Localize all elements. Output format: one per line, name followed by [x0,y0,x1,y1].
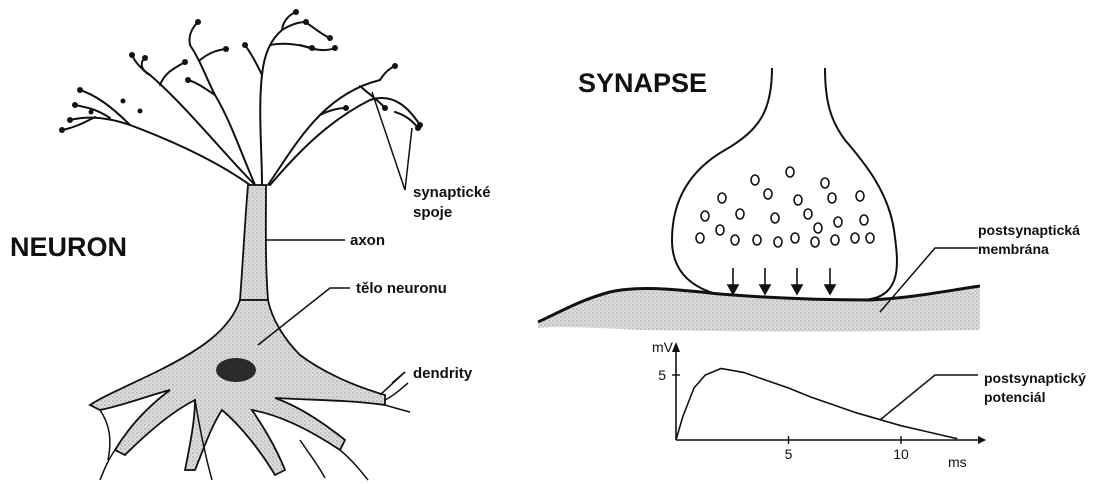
x-tick-label-0: 5 [785,446,793,462]
label-synaptic-bottom: spoje [413,204,452,221]
dendritic-tree [62,12,420,185]
nucleus [216,358,256,382]
label-membrane-top: postsynaptická [978,222,1080,238]
series-line [676,369,957,441]
label-body: tělo neuronu [356,280,447,297]
y-axis-arrow [672,342,680,352]
x-tick-label-1: 10 [893,446,909,462]
label-membrane-bottom: membrána [978,241,1049,257]
y-axis-label: mV [652,339,674,355]
label-axon: axon [350,232,385,249]
neuron-title: NEURON [10,232,127,262]
presynaptic-terminal [672,68,897,300]
axon-trunk [240,185,268,300]
label-potential-top: postsynaptický [984,370,1086,386]
y-tick-label-0: 5 [658,367,666,383]
dendrites-leader-lines [380,372,405,395]
label-dendrites: dendrity [413,365,473,382]
label-synaptic-top: synaptické [413,184,491,201]
synapse-title: SYNAPSE [578,68,707,98]
cell-body [90,300,385,475]
label-potential-bottom: potenciál [984,389,1045,405]
release-arrows [728,268,835,294]
potential-leader-line [880,375,978,420]
synaptic-leader-lines [372,92,412,190]
potential-chart: 5 10 5 mV ms [652,339,986,470]
synaptic-vesicles [696,167,874,247]
chart-ticks: 5 10 5 [658,367,909,462]
x-axis-label: ms [948,454,967,470]
synaptic-terminals [59,9,423,133]
x-axis-arrow [978,436,986,444]
